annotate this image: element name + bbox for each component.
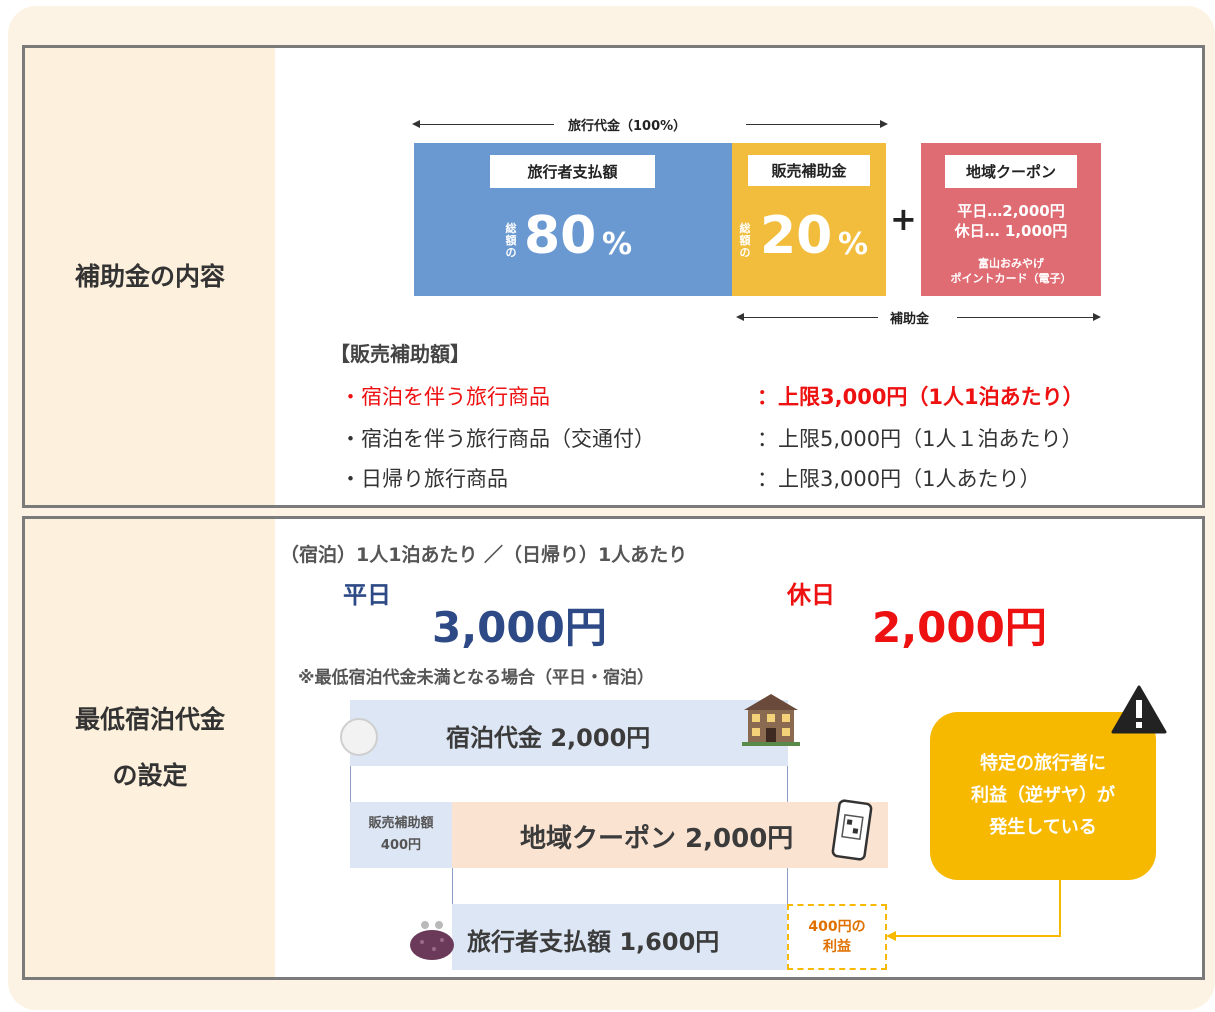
traveler-payment-label: 旅行者支払額 xyxy=(490,155,655,188)
below-minimum-note: ※最低宿泊代金未満となる場合（平日・宿泊） xyxy=(298,668,655,688)
list-item-value-1: ：上限5,000円（1人１泊あたり） xyxy=(757,427,1083,451)
connector-right-2 xyxy=(787,868,788,904)
coupon-weekday: 平日…2,000円 xyxy=(957,202,1065,220)
weekday-label: 平日 xyxy=(343,581,391,609)
list-item-name-1: ・宿泊を伴う旅行商品（交通付） xyxy=(340,427,655,451)
sales-subsidy-label: 販売補助金 xyxy=(748,155,870,186)
holiday-label: 休日 xyxy=(787,581,835,609)
list-item-name-2: ・日帰り旅行商品 xyxy=(340,467,508,491)
warning-icon xyxy=(1111,685,1167,734)
travel-fee-label: 旅行代金（100%） xyxy=(568,119,687,134)
sales-pct-unit: % xyxy=(838,227,869,262)
list-item-value-0: ：上限3,000円（1人1泊あたり） xyxy=(757,385,1084,409)
side-label-line2: の設定 xyxy=(112,761,188,790)
accommodation-bar-text: 宿泊代金 2,000円 xyxy=(446,724,651,752)
travel-fee-arrow-left xyxy=(412,120,554,128)
sales-subsidy-segment-label1: 販売補助額 xyxy=(368,816,434,831)
warning-line2: 利益（逆ザヤ）が xyxy=(971,785,1115,806)
plus-sign: + xyxy=(890,200,917,238)
sales-subsidy-list-title: 【販売補助額】 xyxy=(330,342,470,366)
warning-line1: 特定の旅行者に xyxy=(980,753,1106,774)
side-label-text: 補助金の内容 xyxy=(74,261,225,291)
profit-box: 400円の 利益 xyxy=(787,904,887,970)
connector-left-1 xyxy=(350,766,351,802)
profit-line1: 400円の xyxy=(808,919,866,935)
accommodation-bar xyxy=(350,700,788,766)
coupon-card-line2: ポイントカード（電子） xyxy=(950,272,1072,285)
profit-line2: 利益 xyxy=(823,939,851,955)
travel-fee-arrow-right xyxy=(746,120,888,128)
sales-pct-value: 20 xyxy=(760,206,833,266)
subsidy-arrow-left xyxy=(736,313,878,321)
coupon-label: 地域クーポン xyxy=(945,155,1077,188)
warning-line3: 発生している xyxy=(989,817,1097,838)
weekday-amount: 3,000円 xyxy=(432,603,607,652)
plate-icon xyxy=(340,718,378,756)
coin-purse-icon xyxy=(410,921,454,960)
side-label-minimum: 最低宿泊代金 の設定 xyxy=(25,519,275,977)
smartphone-icon xyxy=(831,799,873,861)
coupon-holiday: 休日… 1,000円 xyxy=(954,222,1068,240)
coupon-bar-text: 地域クーポン 2,000円 xyxy=(520,824,794,854)
sales-pct-prefix: 総額の xyxy=(739,222,751,259)
coupon-card-line1: 富山おみやげ xyxy=(978,257,1044,270)
side-label-line1: 最低宿泊代金 xyxy=(74,705,225,734)
list-item-name-0: ・宿泊を伴う旅行商品 xyxy=(340,385,550,409)
holiday-amount: 2,000円 xyxy=(872,603,1047,652)
warning-connector xyxy=(886,880,1061,941)
traveler-pct-unit: % xyxy=(602,227,633,262)
traveler-pct-value: 80 xyxy=(524,206,597,266)
traveler-pct-prefix: 総額の xyxy=(505,222,517,259)
traveler-payment-bar xyxy=(452,904,788,970)
sales-subsidy-segment xyxy=(350,802,452,868)
per-person-header: （宿泊）1人1泊あたり ／（日帰り）1人あたり xyxy=(280,544,688,566)
coupon-bar xyxy=(452,802,888,868)
hotel-building-icon xyxy=(742,694,800,746)
side-label-subsidy: 補助金の内容 xyxy=(25,48,275,505)
connector-left-2 xyxy=(452,868,453,904)
sales-subsidy-segment-label2: 400円 xyxy=(380,838,422,853)
connector-right-1 xyxy=(787,766,788,802)
list-item-value-2: ：上限3,000円（1人あたり） xyxy=(757,467,1041,491)
traveler-payment-bar-text: 旅行者支払額 1,600円 xyxy=(467,928,720,956)
subsidy-label: 補助金 xyxy=(890,312,930,327)
subsidy-arrow-right xyxy=(957,313,1101,321)
warning-box: 特定の旅行者に 利益（逆ザヤ）が 発生している xyxy=(930,712,1156,880)
